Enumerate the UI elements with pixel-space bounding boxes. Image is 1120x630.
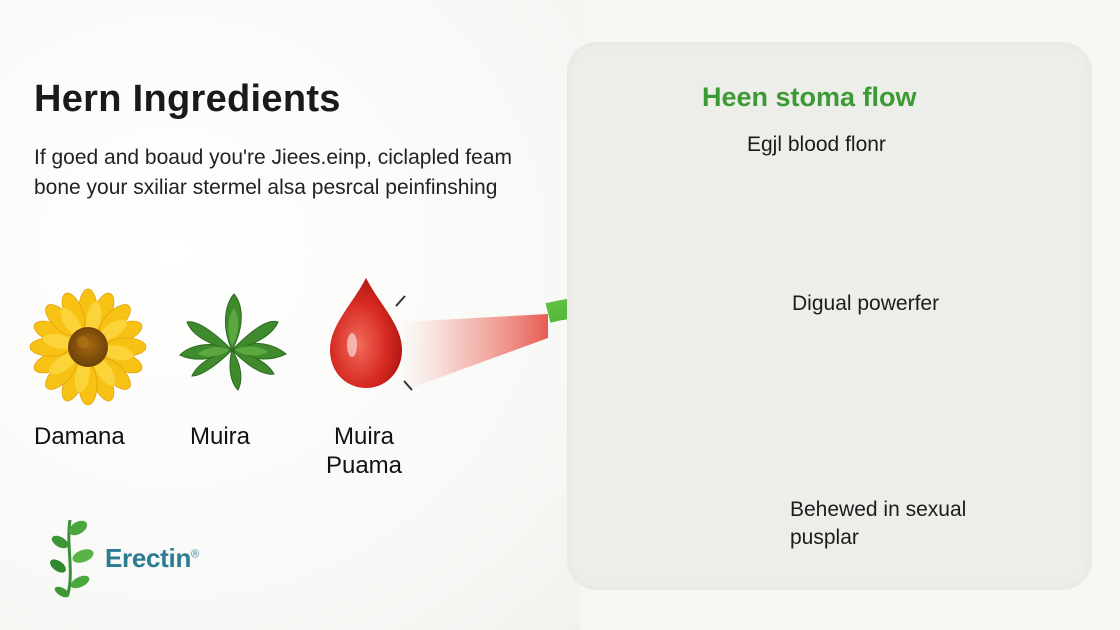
blood-drop-icon	[330, 278, 413, 391]
sparkle-mark	[395, 295, 406, 307]
herb-leaves-icon	[179, 293, 287, 391]
sparkle-mark	[403, 380, 413, 391]
brand-name: Erectin	[105, 543, 192, 573]
page-description: If goed and boaud you're Jiees.einp, cic…	[34, 146, 512, 199]
brand-leaf-icon	[50, 519, 94, 598]
ingredient-label-muira-puama: Muira Puama	[325, 423, 403, 479]
flow-panel	[567, 42, 1092, 590]
flow-panel-title: Heen stoma flow	[702, 82, 917, 112]
page-title: Hern Ingredients	[34, 78, 341, 120]
flow-label-top: Egjl blood flonr	[747, 133, 886, 156]
flow-label-bottom: Behewed in sexual pusplar	[790, 498, 967, 549]
ingredient-label-muira: Muira	[190, 423, 251, 450]
flow-label-middle: Digual powerfer	[792, 292, 940, 315]
brand-registered-mark: ®	[191, 548, 199, 561]
ingredient-label-damana: Damana	[34, 423, 125, 450]
flow-beam	[400, 314, 548, 392]
brand-logo: Erectin®	[105, 543, 199, 574]
sunflower-icon	[29, 288, 147, 406]
